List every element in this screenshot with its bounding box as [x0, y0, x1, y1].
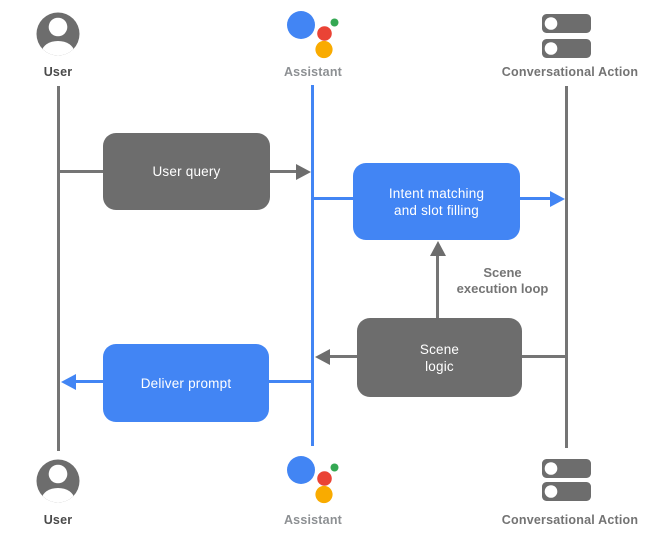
arrowhead-up-icon [430, 241, 446, 256]
flow-intent-to-action-line [520, 197, 551, 200]
flow-assistant-to-deliver-line [269, 380, 314, 383]
actor-label-conversational-action-bottom: Conversational Action [501, 513, 639, 527]
lifeline-assistant [311, 85, 314, 446]
node-intent-matching: Intent matching and slot filling [353, 163, 520, 240]
flow-user-query-to-assistant-line [270, 170, 297, 173]
flow-action-to-scene-logic-line [522, 355, 566, 358]
flow-deliver-to-user-line [76, 380, 103, 383]
node-intent-matching-line1: Intent matching [388, 185, 485, 201]
actor-label-conversational-action-top: Conversational Action [501, 65, 639, 79]
node-scene-logic-line2: logic [425, 358, 454, 374]
flow-user-to-user-query-line [59, 170, 104, 173]
arrowhead-right-icon [550, 191, 565, 207]
node-deliver-prompt-label: Deliver prompt [140, 375, 232, 391]
node-intent-matching-line2: and slot filling [394, 202, 479, 218]
server-stack-icon [542, 14, 591, 58]
server-stack-icon [542, 459, 591, 501]
actor-label-assistant-top: Assistant [283, 65, 343, 79]
user-icon [36, 12, 80, 56]
node-scene-logic: Scene logic [357, 318, 522, 397]
flow-scene-logic-to-intent-line [436, 256, 439, 318]
flow-scene-logic-to-assistant-line [329, 355, 357, 358]
arrowhead-left-icon [315, 349, 330, 365]
assistant-icon [287, 456, 339, 504]
node-scene-logic-line1: Scene [419, 341, 460, 357]
node-deliver-prompt: Deliver prompt [103, 344, 269, 422]
annotation-scene-execution-loop: Scene execution loop [435, 265, 570, 296]
flow-assistant-to-intent-line [314, 197, 354, 200]
assistant-icon [287, 11, 339, 59]
actor-label-user-top: User [43, 65, 73, 79]
user-icon [36, 459, 80, 503]
lifeline-conversational-action [565, 86, 568, 448]
annotation-line2: execution loop [456, 280, 549, 296]
arrowhead-right-icon [296, 164, 311, 180]
annotation-line1: Scene [483, 265, 522, 280]
arrowhead-left-icon [61, 374, 76, 390]
lifeline-user [57, 86, 60, 451]
actor-label-user-bottom: User [43, 513, 73, 527]
node-user-query-label: User query [152, 164, 221, 179]
node-user-query: User query [103, 133, 270, 210]
actor-label-assistant-bottom: Assistant [283, 513, 343, 527]
